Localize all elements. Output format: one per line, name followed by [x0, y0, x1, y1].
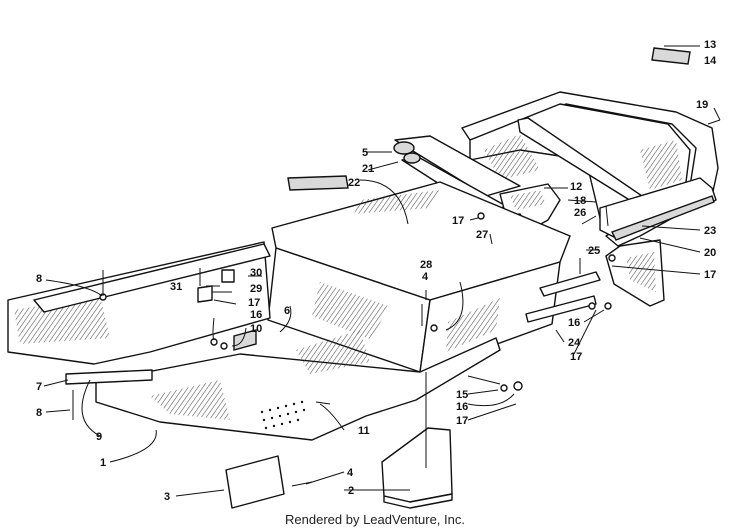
callout-25: 25: [588, 245, 600, 257]
callout-8b: 8: [36, 407, 42, 419]
callout-19: 19: [696, 99, 708, 111]
callout-12: 12: [570, 181, 582, 193]
rear-plate-1: [95, 330, 501, 441]
callout-28: 28: [420, 259, 432, 271]
rivet-pattern: [260, 400, 306, 430]
callout-21: 21: [362, 163, 374, 175]
tunnel-assembly: [267, 181, 571, 373]
callout-11: 11: [358, 425, 370, 437]
callout-1: 1: [100, 457, 106, 469]
callout-17b: 17: [452, 215, 464, 227]
callout-10: 10: [250, 323, 262, 335]
callout-17c: 17: [704, 269, 716, 281]
callout-2: 2: [348, 485, 354, 497]
callout-17: 17: [248, 297, 260, 309]
callout-6: 6: [284, 305, 290, 317]
mount-bracket-12: [499, 183, 561, 231]
callout-9: 9: [96, 431, 102, 443]
callout-20: 20: [704, 247, 716, 259]
callout-15: 15: [456, 389, 468, 401]
callout-13: 13: [704, 39, 716, 51]
footer-credit: Rendered by LeadVenture, Inc.: [285, 512, 465, 527]
callout-22: 22: [348, 177, 360, 189]
callout-16: 16: [250, 309, 262, 321]
plate-3: [225, 455, 285, 509]
callout-17e: 17: [456, 415, 468, 427]
callout-27: 27: [476, 229, 488, 241]
left-running-board: [7, 241, 271, 365]
callout-29: 29: [250, 283, 262, 295]
leader-lines: [43, 45, 721, 497]
small-brackets: [197, 269, 257, 351]
callout-4b: 4: [422, 271, 429, 283]
callout-14: 14: [704, 55, 717, 67]
callout-numbers: 1 2 3 4 4 5 6 7 8 8 9 10 11 12 13 14 15 …: [36, 39, 717, 503]
callout-4: 4: [347, 467, 354, 479]
bracket-2: [381, 427, 453, 509]
callout-30: 30: [250, 267, 262, 279]
callout-26: 26: [574, 207, 586, 219]
decal-13-14: [651, 47, 691, 65]
callout-23: 23: [704, 225, 716, 237]
callout-3: 3: [164, 491, 170, 503]
callout-31: 31: [170, 281, 182, 293]
callout-5: 5: [362, 147, 368, 159]
callout-18: 18: [574, 195, 586, 207]
callout-16b: 16: [568, 317, 580, 329]
tube-24: [525, 271, 601, 323]
callout-17d: 17: [570, 351, 582, 363]
callout-16c: 16: [456, 401, 468, 413]
decal-5: [287, 175, 349, 191]
callout-24: 24: [568, 337, 581, 349]
callout-7: 7: [36, 381, 42, 393]
callout-8: 8: [36, 273, 42, 285]
rear-bumper-assembly: [461, 91, 719, 307]
